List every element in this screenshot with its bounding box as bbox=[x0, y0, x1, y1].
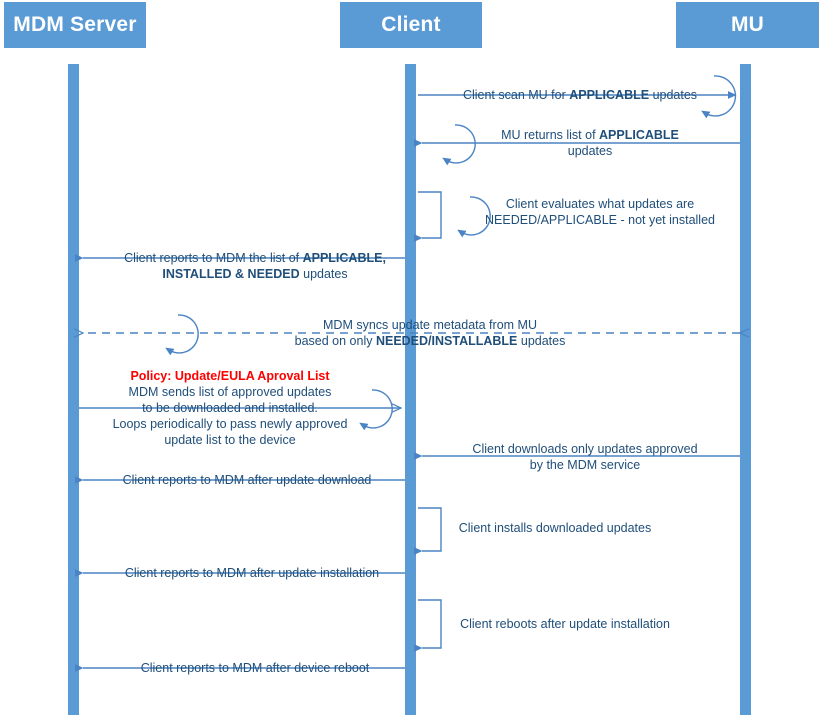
message-label-m12: Client reports to MDM after device reboo… bbox=[125, 660, 385, 676]
activation-bar-client bbox=[416, 383, 420, 503]
message-text-line: MU returns list of APPLICABLE bbox=[501, 128, 679, 142]
message-text-line: Client downloads only updates approved bbox=[472, 442, 698, 456]
actor-header-mu: MU bbox=[676, 2, 819, 48]
message-label-m7: Client downloads only updates approved by… bbox=[460, 441, 710, 473]
lifeline-mu bbox=[740, 64, 751, 715]
message-label-m2: MU returns list of APPLICABLE updates bbox=[480, 127, 700, 159]
actor-label-client: Client bbox=[381, 13, 441, 36]
actor-label-mu: MU bbox=[730, 13, 765, 36]
message-label-m11: Client reboots after update installation bbox=[455, 616, 675, 632]
lifeline-client bbox=[405, 64, 416, 715]
message-text-line: INSTALLED & NEEDED updates bbox=[162, 267, 348, 281]
message-text-line: Client reports to MDM after update downl… bbox=[122, 473, 372, 487]
message-text-line: MDM sends list of approved updates bbox=[128, 385, 332, 399]
message-text-line: Client reboots after update installation bbox=[460, 617, 670, 631]
message-arrow-m9 bbox=[414, 507, 442, 555]
message-label-m1: Client scan MU for APPLICABLE updates bbox=[460, 87, 700, 103]
message-text-line: Client reports to MDM the list of APPLIC… bbox=[124, 251, 386, 265]
policy-annotation: Policy: Update/EULA Aproval List bbox=[130, 369, 330, 383]
message-label-m4: Client reports to MDM the list of APPLIC… bbox=[110, 250, 400, 282]
message-label-m9: Client installs downloaded updates bbox=[450, 520, 660, 536]
lifeline-mdm bbox=[68, 64, 79, 715]
actor-header-mdm: MDM Server bbox=[4, 2, 146, 48]
message-text-line: NEEDED/APPLICABLE - not yet installed bbox=[485, 213, 715, 227]
message-text-line: update list to the device bbox=[164, 433, 296, 447]
actor-label-mdm: MDM Server bbox=[13, 13, 137, 36]
actor-header-client: Client bbox=[340, 2, 482, 48]
message-text-line: Client scan MU for APPLICABLE updates bbox=[462, 88, 698, 102]
message-text-line: MDM syncs update metadata from MU bbox=[323, 318, 537, 332]
message-arrow-m11 bbox=[414, 599, 442, 652]
message-text-line: updates bbox=[567, 144, 613, 158]
message-label-m10: Client reports to MDM after update insta… bbox=[112, 565, 392, 581]
message-text-line: Client installs downloaded updates bbox=[458, 521, 652, 535]
message-text-line: by the MDM service bbox=[529, 458, 641, 472]
message-text-line: to be downloaded and installed. bbox=[142, 401, 318, 415]
message-text-line: Loops periodically to pass newly approve… bbox=[112, 417, 348, 431]
message-text-line: based on only NEEDED/INSTALLABLE updates bbox=[294, 334, 566, 348]
message-text-line: Client evaluates what updates are bbox=[505, 197, 695, 211]
message-label-m8: Client reports to MDM after update downl… bbox=[112, 472, 382, 488]
message-label-m5: MDM syncs update metadata from MU based o… bbox=[285, 317, 575, 349]
message-text-line: Client reports to MDM after device reboo… bbox=[140, 661, 370, 675]
message-text-line: Client reports to MDM after update insta… bbox=[124, 566, 380, 580]
